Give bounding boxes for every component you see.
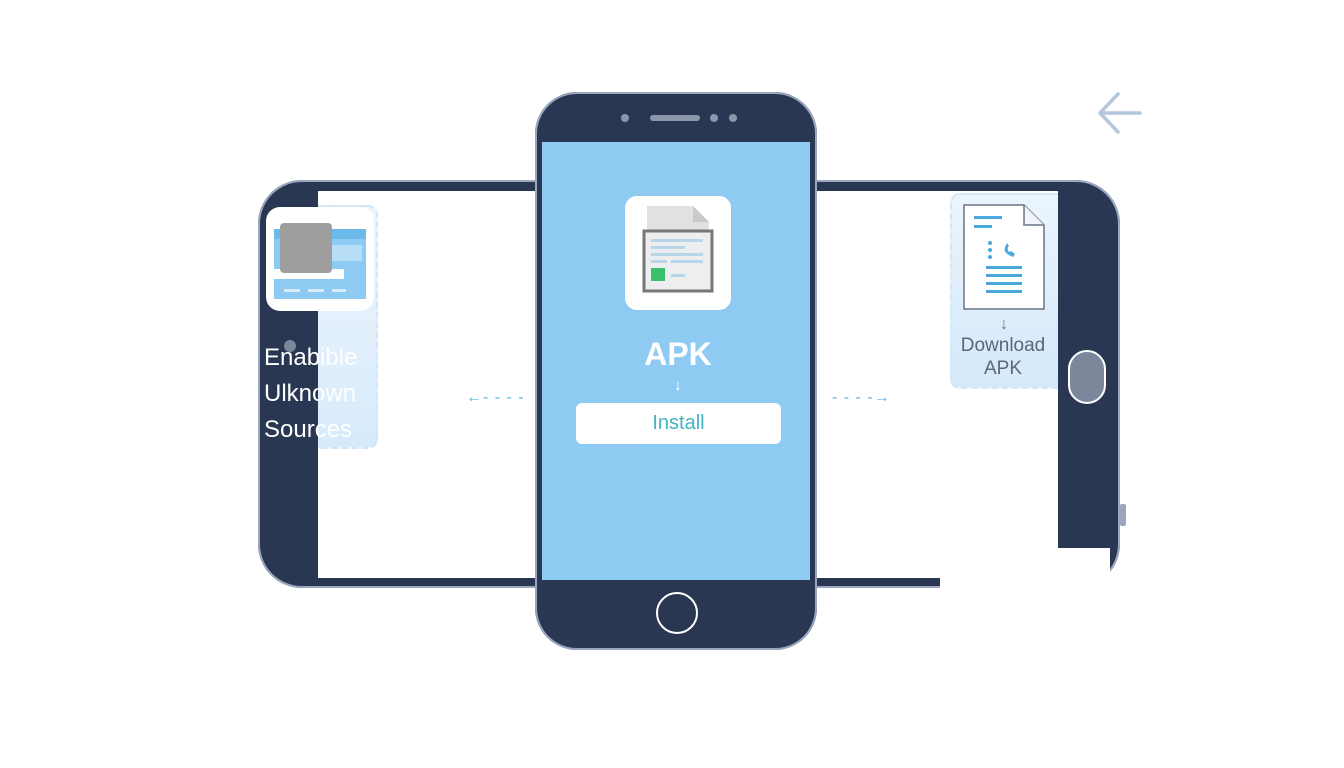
apk-file-icon[interactable] [625,196,731,310]
document-file-icon [962,203,1046,318]
settings-window-icon [266,207,374,311]
landscape-frame-bottom [818,578,940,588]
right-step-line-1: Download [960,335,1046,356]
front-camera-icon [621,114,629,122]
down-arrow-icon: ↓ [674,377,682,394]
back-arrow-icon[interactable] [1094,90,1144,136]
home-button[interactable] [656,592,698,634]
left-step-line-1: Enabible [264,344,358,371]
sensor-dot-icon [729,114,737,122]
left-connector-arrow: ←- - - - [466,389,525,406]
landscape-home-button[interactable] [1068,350,1106,404]
landscape-side-button[interactable] [1120,504,1126,526]
apk-title: APK [644,336,712,372]
right-connector-arrow: - - - -→ [832,389,891,406]
download-arrow-icon: ↓ [1000,316,1008,333]
sensor-dot-icon [710,114,718,122]
left-step-label: Enabible Ulknown Sources [264,340,357,448]
indicator-dot [284,340,296,352]
install-button[interactable]: Install [576,403,781,444]
right-step-label: Download APK [952,334,1054,380]
left-step-line-2: Ulknown [264,380,357,407]
speaker-grille [650,115,700,121]
left-step-line-3: Sources [264,416,353,443]
frame-cutout [1056,552,1106,592]
right-step-line-2: APK [983,358,1023,379]
